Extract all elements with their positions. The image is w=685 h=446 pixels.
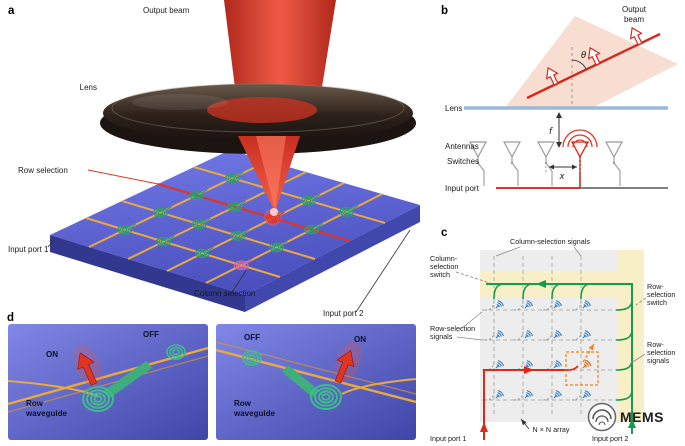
antenna-triangle: [469, 141, 487, 159]
leader: [455, 271, 491, 284]
theta-angle-arc: [571, 59, 587, 70]
svg-text:switch: switch: [430, 270, 450, 279]
off-antenna-spiral: [166, 344, 186, 360]
unselected-switch-curves: [484, 300, 582, 401]
panel-c-tag: c: [441, 227, 448, 239]
label-input-port-b: Input port: [445, 184, 480, 193]
label-column-selection-signals: Column-selection signals: [510, 237, 590, 246]
label-row-left-tile: Row: [26, 399, 44, 408]
label-lens-a: Lens: [80, 83, 97, 92]
label-f: f: [549, 127, 554, 137]
photonic-chip: [50, 150, 420, 312]
leader: [573, 246, 582, 257]
leader: [456, 311, 483, 333]
watermark-logo-icon: [587, 402, 617, 432]
label-output-beam-a: Output beam: [143, 6, 190, 15]
column-signal-lines: [493, 256, 582, 416]
leader: [635, 297, 647, 306]
label-on-right-tile: ON: [354, 335, 366, 344]
leader: [495, 246, 521, 257]
row-waveguide-line: [8, 346, 208, 406]
svg-text:switch: switch: [647, 298, 667, 307]
label-theta: θ: [581, 51, 587, 61]
antenna-triangle: [503, 141, 521, 159]
switch-off-tile: [216, 324, 416, 440]
focal-dimension: [556, 112, 562, 148]
svg-text:signals: signals: [430, 332, 453, 341]
switch-on-tile-content: [8, 344, 208, 413]
svg-text:Column-: Column-: [430, 254, 458, 263]
label-input-port-2-c: Input port 2: [592, 434, 628, 443]
panel-d: d ON OFF Row waveguide: [7, 312, 416, 440]
output-beam-envelope: [505, 16, 678, 108]
focused-beam-cone: [238, 136, 300, 216]
label-switches: Switches: [447, 157, 479, 166]
watermark-text: MEMS: [620, 409, 664, 425]
label-off-left-tile: OFF: [143, 330, 159, 339]
label-off-right-tile: OFF: [244, 333, 260, 342]
panel-a: a Output beam Lens Row selection Input p…: [8, 0, 420, 318]
label-row-selection: Row selection: [18, 166, 68, 175]
label-column-selection: Column selection: [194, 289, 255, 298]
label-input-port-1-c: Input port 1: [430, 434, 466, 443]
watermark: MEMS: [587, 402, 664, 432]
panel-c: c: [430, 227, 675, 443]
label-output-beam-b1: Output: [622, 5, 647, 14]
svg-text:Row-selection: Row-selection: [430, 324, 475, 333]
svg-text:selection: selection: [430, 262, 458, 271]
svg-text:Row-: Row-: [647, 282, 664, 291]
selected-antenna-highlight: [565, 343, 599, 386]
label-row-right-tile: Row: [234, 399, 252, 408]
panel-d-tag: d: [7, 312, 14, 324]
active-antenna-triangle: [570, 141, 590, 159]
emission-arcs: [562, 129, 598, 148]
svg-text:signals: signals: [647, 356, 670, 365]
switch-row-schematic: [476, 157, 621, 186]
label-x: x: [558, 172, 565, 182]
x-dimension: [545, 158, 581, 172]
svg-text:selection: selection: [647, 290, 675, 299]
label-waveguide-left-tile: waveguide: [25, 409, 67, 418]
label-nxn-array: N × N array: [533, 425, 570, 434]
antenna-spiral: [310, 384, 342, 410]
label-row-selection-signals-left: Row-selection signals: [430, 324, 475, 341]
antenna-spiral: [82, 386, 114, 412]
panel-b-tag: b: [441, 5, 448, 17]
leader: [629, 353, 646, 365]
coupler-feed: [282, 365, 320, 397]
lens-3d: [100, 83, 416, 154]
label-antennas: Antennas: [445, 142, 479, 151]
panel-b: b θ Output beam Lens f: [441, 5, 678, 193]
antenna-row-schematic: [469, 129, 623, 159]
input-port-2-leader: [355, 229, 411, 313]
row-selection-path: [480, 365, 579, 440]
antenna-triangle: [537, 141, 555, 159]
input-port-1-leader: [47, 238, 56, 248]
row-selection-leader: [87, 169, 159, 185]
label-row-selection-switch: Row- selection switch: [647, 282, 675, 307]
leader: [456, 336, 483, 341]
off-antenna-spiral: [242, 350, 262, 366]
label-column-selection-switch: Column- selection switch: [430, 254, 458, 279]
laser-beam-column: [224, 0, 336, 112]
label-row-selection-signals-right: Row- selection signals: [647, 340, 675, 365]
label-input-port-1-a: Input port 1: [8, 245, 49, 254]
column-selection-path: [486, 280, 636, 434]
column-selection-leader: [231, 270, 247, 293]
array-arrowhead: [521, 419, 527, 426]
antenna-triangle: [605, 141, 623, 159]
svg-text:selection: selection: [647, 348, 675, 357]
label-lens-b: Lens: [445, 104, 462, 113]
switch-off-tile-content: [216, 341, 416, 410]
label-input-port-2-a: Input port 2: [323, 309, 364, 318]
label-output-beam-b2: beam: [624, 15, 644, 24]
coupler-feed: [102, 361, 152, 398]
label-on-left-tile: ON: [46, 350, 58, 359]
svg-text:Row-: Row-: [647, 340, 664, 349]
label-waveguide-right-tile: waveguide: [233, 409, 275, 418]
panel-a-tag: a: [8, 5, 15, 17]
switch-on-tile: [8, 324, 208, 440]
